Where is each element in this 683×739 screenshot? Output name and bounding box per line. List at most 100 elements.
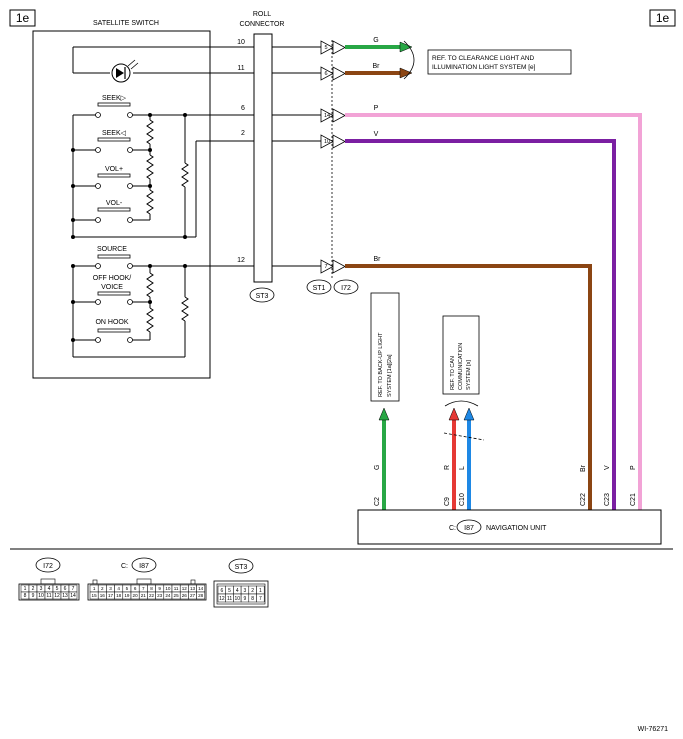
backup-reference-2: SYSTEM [1a][2a]	[387, 354, 393, 397]
nav-unit-id: I87	[464, 525, 474, 532]
connector-cell	[196, 591, 206, 600]
button-voice: VOICE	[101, 284, 123, 291]
page-tag-right-text: 1e	[656, 11, 670, 25]
connector-pin-number: 4	[117, 586, 120, 591]
roll-connector-id: ST3	[256, 293, 269, 300]
connector-i87-label: I87	[139, 563, 149, 570]
connector-i72-label: I72	[43, 563, 53, 570]
roll-to-st1-lines	[272, 114, 321, 267]
connector-pin-number: 10	[38, 593, 44, 599]
reference-bracket	[403, 40, 415, 80]
switch-actuators-lower	[97, 254, 131, 333]
nav-pin-6: C21	[630, 493, 637, 506]
button-on-hook: ON HOOK	[95, 319, 128, 326]
connector-pin-number: 27	[190, 593, 196, 598]
connector-pin-number: 24	[165, 593, 171, 598]
nav-unit-prefix: C:	[449, 525, 456, 532]
connector-pin-number: 17	[108, 593, 114, 598]
illumination-circuit	[72, 46, 321, 74]
nav-pin-4: C22	[580, 493, 587, 506]
roll-pin-4: 2	[241, 130, 245, 137]
st1-label: ST1	[313, 285, 326, 292]
page-tag-left-text: 1e	[16, 11, 30, 25]
connector-pin-number: 12	[219, 596, 225, 602]
connector-pin-number: 6	[64, 586, 67, 592]
nav-pin-1: C2	[374, 497, 381, 506]
roll-connector-body	[253, 33, 273, 283]
wire-p-label: P	[374, 105, 379, 112]
switch-contacts-upper	[95, 112, 133, 223]
connector-pin-number: 20	[133, 593, 139, 598]
connector-pin-number: 13	[190, 586, 196, 591]
can-reference-1: REF. TO CAN	[450, 356, 456, 390]
can-reference-2: COMMUNICATION	[458, 343, 464, 390]
connector-pin-number: 6	[220, 588, 223, 594]
can-reference-3: SYSTEM [s]	[466, 360, 472, 390]
connector-pin-number: 21	[141, 593, 147, 598]
clearance-reference-box	[427, 49, 572, 75]
st1-oval	[306, 279, 332, 295]
satellite-switch-title: SATELLITE SWITCH	[93, 20, 159, 27]
st1-terminals	[320, 40, 346, 274]
wire-br-top-arrow	[399, 67, 413, 79]
connector-pin-number: 18	[116, 593, 122, 598]
nav-unit-label: NAVIGATION UNIT	[486, 525, 547, 532]
connector-pin-number: 1	[259, 588, 262, 594]
roll-connector-id-oval	[249, 287, 275, 303]
connector-pin-number: 9	[32, 593, 35, 599]
wire-r-arrow	[448, 407, 460, 421]
connector-pin-number: 7	[259, 596, 262, 602]
connector-pin-number: 25	[174, 593, 180, 598]
connector-st3-label: ST3	[235, 564, 248, 571]
roll-pin-1: 10	[237, 39, 245, 46]
connector-pin-number: 11	[227, 596, 232, 602]
nav-wire-letter-1: G	[374, 465, 381, 470]
roll-connector-title-2: CONNECTOR	[240, 21, 285, 28]
nav-wire-letter-2: R	[444, 465, 451, 470]
connector-pin-number: 5	[56, 586, 59, 592]
backup-reference-box	[370, 292, 400, 402]
connector-pin-number: 8	[24, 593, 27, 599]
st1-pin-5: 7	[324, 264, 327, 270]
nav-wire-letter-6: P	[630, 465, 637, 470]
connector-pin-number: 4	[48, 586, 51, 592]
st1-pin-2: 6	[324, 71, 327, 77]
st1-pin-1: 5	[324, 45, 327, 51]
connector-pin-number: 10	[165, 586, 171, 591]
wire-v	[345, 139, 616, 510]
junction-dots-lower	[71, 264, 187, 342]
button-source: SOURCE	[97, 246, 127, 253]
satellite-switch-box	[32, 30, 211, 379]
roll-pin-5: 12	[237, 257, 245, 264]
page-tag-left: 1e	[9, 9, 36, 27]
connector-pin-number: 28	[198, 593, 204, 598]
connector-pin-number: 14	[70, 593, 76, 599]
connector-pin-number: 11	[174, 586, 179, 591]
button-vol-down: VOL-	[106, 200, 123, 207]
connector-pin-number: 12	[54, 593, 60, 599]
junction-dots-upper	[71, 113, 187, 239]
button-seek-up: SEEK▷	[102, 95, 127, 102]
page-tag-right: 1e	[649, 9, 676, 27]
connector-pin-number: 5	[228, 588, 231, 594]
connector-pin-number: 26	[182, 593, 188, 598]
connector-cell	[68, 591, 78, 600]
connector-pin-number: 9	[244, 596, 247, 602]
button-vol-up: VOL+	[105, 166, 123, 173]
nav-pin-5: C23	[604, 493, 611, 506]
connector-pin-number: 12	[182, 586, 188, 591]
wire-br-bottom	[345, 264, 592, 510]
navigation-unit-box	[357, 509, 662, 545]
connector-pin-number: 3	[244, 588, 247, 594]
roll-pin-2: 11	[237, 65, 244, 72]
connector-pin-number: 1	[24, 586, 27, 592]
roll-pin-3: 6	[241, 105, 245, 112]
connector-pin-number: 23	[157, 593, 163, 598]
st1-pin-3: 14	[324, 113, 330, 119]
figure-id: WI-76271	[638, 726, 668, 733]
nav-wire-letter-4: Br	[580, 464, 587, 472]
wire-br-bottom-label: Br	[374, 256, 382, 263]
connector-pin-number: 2	[101, 586, 104, 591]
st1-pin-4: 10	[324, 139, 330, 145]
